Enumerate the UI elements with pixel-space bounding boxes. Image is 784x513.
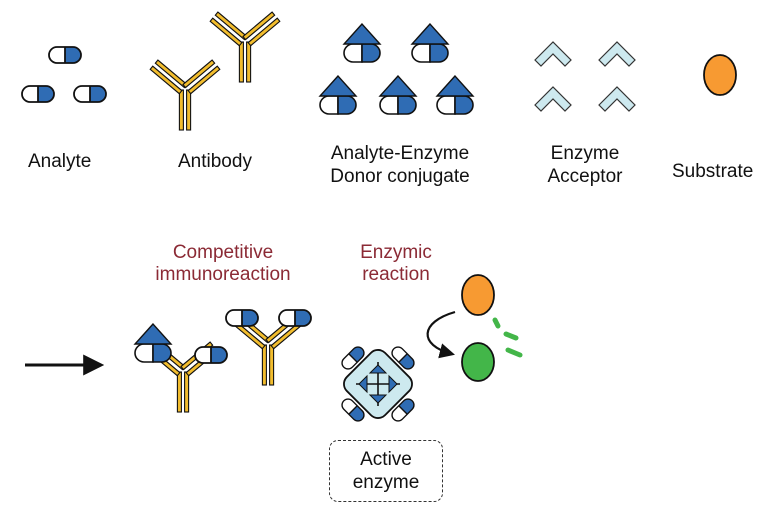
active-enzyme-label: Active enzyme (330, 441, 442, 494)
conjugate-label: Analyte-Enzyme Donor conjugate (312, 142, 488, 188)
conversion-arrow-icon (426, 310, 456, 359)
conjugate-label-line-2: Donor conjugate (330, 166, 470, 187)
analyte-icon-group (21, 46, 107, 103)
analyte-icon (225, 309, 259, 327)
analyte-label: Analyte (28, 151, 92, 172)
immunoreaction-caption: Competitive immunoreaction (150, 242, 296, 286)
substrate-icon (703, 54, 737, 96)
acceptor-icon (534, 86, 572, 112)
conjugate-icon (134, 323, 172, 363)
acceptor-icon (598, 86, 636, 112)
enzymic-caption-line-2: reaction (362, 264, 430, 285)
analyte-icon (21, 85, 55, 103)
active-enzyme-label-line-1: Active (360, 449, 412, 470)
immunoreaction-caption-line-2: immunoreaction (155, 264, 291, 285)
conjugate-icon (436, 75, 474, 115)
acceptor-label: Enzyme Acceptor (530, 142, 640, 188)
substrate-label: Substrate (672, 161, 754, 182)
acceptor-label-line-1: Enzyme (550, 143, 620, 164)
active-enzyme-box: Active enzyme (329, 440, 443, 502)
analyte-icon (194, 346, 228, 364)
analyte-icon (73, 85, 107, 103)
signal-icon (492, 317, 523, 358)
immunoreaction-complex (134, 309, 312, 413)
conjugate-icon-group (319, 23, 474, 115)
enzymic-caption-line-1: Enzymic (360, 242, 432, 263)
antibody-icon (149, 59, 221, 131)
active-enzyme-label-line-2: enzyme (352, 472, 420, 493)
analyte-icon (48, 46, 82, 64)
antibody-icon (209, 11, 281, 83)
antibody-icon-group (149, 11, 281, 131)
acceptor-icon-group (534, 41, 636, 112)
conjugate-icon (319, 75, 357, 115)
conjugate-icon (379, 75, 417, 115)
active-enzyme-complex (338, 343, 418, 425)
product-icon (461, 342, 495, 382)
conjugate-label-line-1: Analyte-Enzyme (330, 143, 470, 164)
substrate-icon (461, 274, 495, 316)
acceptor-icon (534, 41, 572, 67)
acceptor-icon (598, 41, 636, 67)
acceptor-label-line-2: Acceptor (547, 166, 623, 187)
enzymic-caption: Enzymic reaction (346, 242, 446, 286)
antibody-label: Antibody (178, 151, 252, 172)
immunoreaction-caption-line-1: Competitive (172, 242, 274, 263)
conjugate-icon (411, 23, 449, 63)
conjugate-icon (343, 23, 381, 63)
analyte-icon (278, 309, 312, 327)
